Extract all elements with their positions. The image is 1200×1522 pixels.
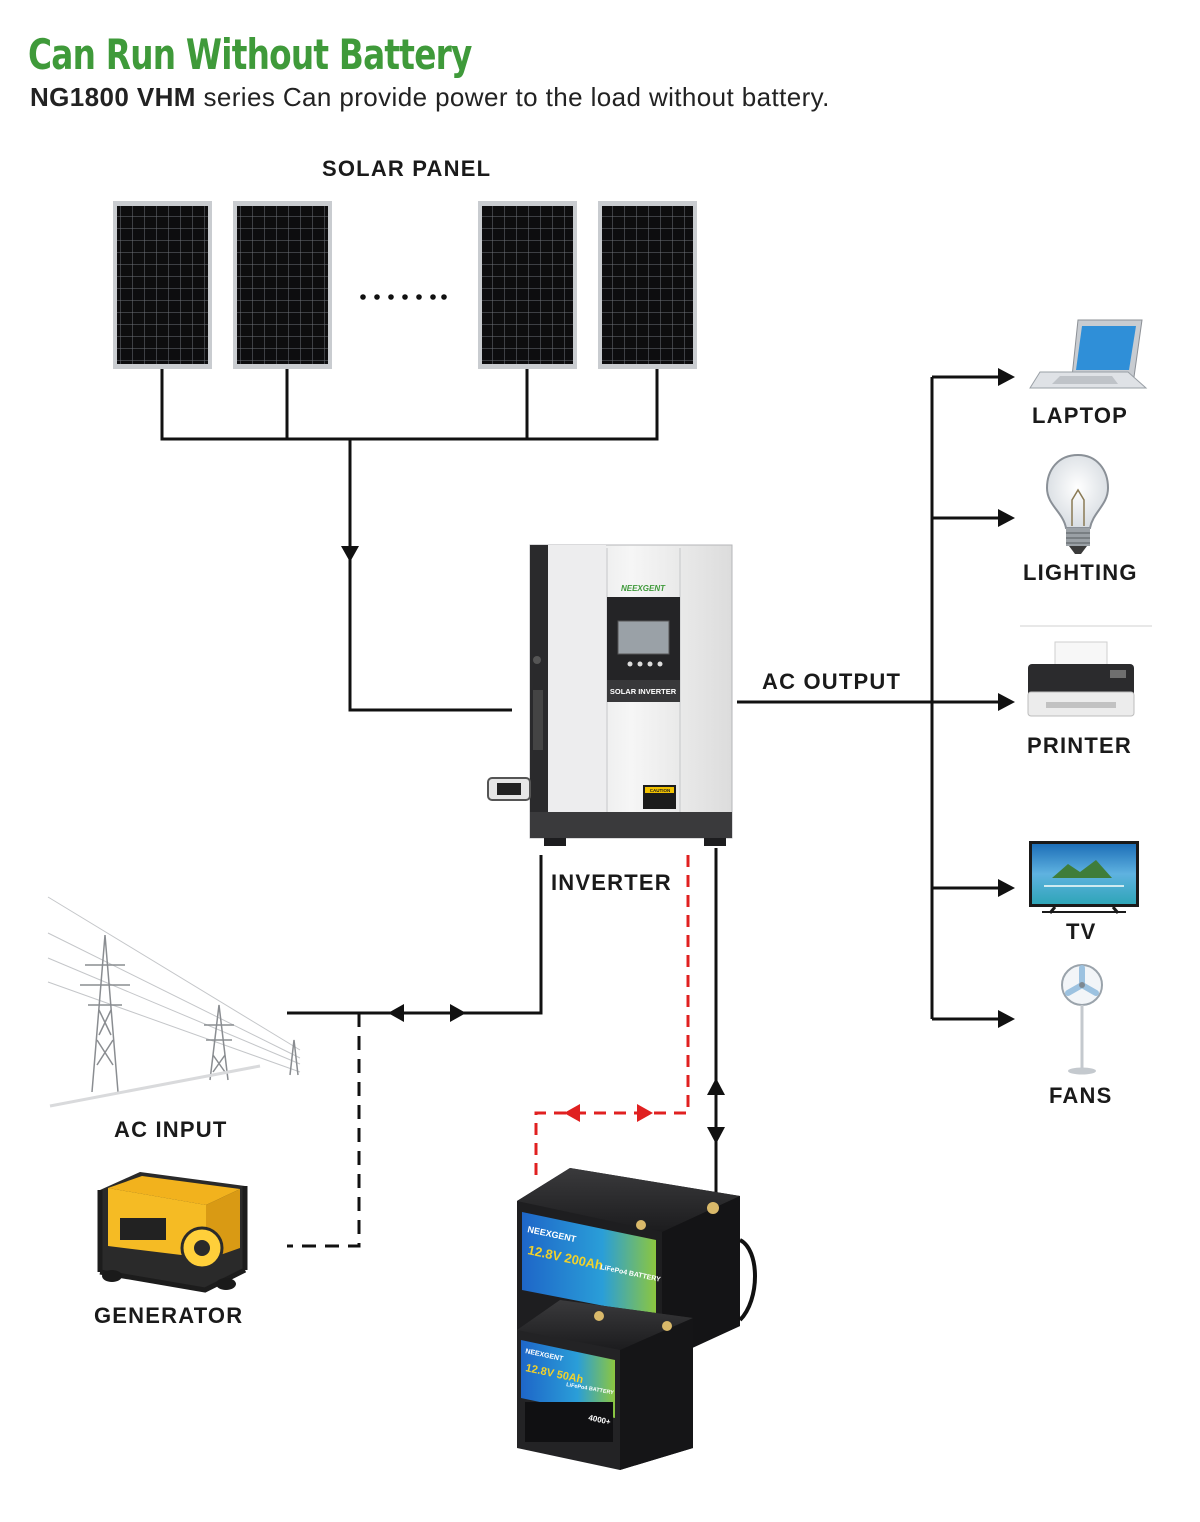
solar-inverter: [487, 544, 733, 846]
ac-input-arrow-icons: [388, 1004, 466, 1022]
ellipsis-dots: [360, 294, 447, 300]
generator-icon: [97, 1172, 248, 1293]
ac-input-label: AC INPUT: [114, 1117, 228, 1142]
fan-icon: [1061, 964, 1103, 1075]
solar-panel-4: [598, 201, 697, 369]
solar-wiring: [160, 369, 659, 712]
load-label-printer: PRINTER: [1027, 733, 1132, 758]
inverter-panel-text: SOLAR INVERTER: [610, 687, 677, 696]
load-label-fans: FANS: [1049, 1083, 1113, 1108]
pv-arrow-icon: [341, 546, 359, 562]
printer-icon: [1020, 625, 1152, 717]
tv-icon: [1029, 841, 1139, 914]
inverter-label: INVERTER: [551, 870, 672, 895]
solar-panel-2: [233, 201, 332, 369]
solar-panel-3: [478, 201, 577, 369]
load-label-tv: TV: [1066, 919, 1097, 944]
inverter-caution-text: CAUTION: [650, 788, 671, 793]
load-label-lighting: LIGHTING: [1023, 560, 1138, 585]
battery-50ah-icon: [517, 1300, 693, 1470]
ac-output-wiring: [737, 375, 1005, 1021]
model-name: NG1800 VHM: [30, 82, 196, 112]
page-subtitle: NG1800 VHM series Can provide power to t…: [30, 82, 830, 113]
solar-panel-label: SOLAR PANEL: [322, 156, 492, 181]
ac-output-label: AC OUTPUT: [762, 669, 902, 694]
power-grid-icon: [47, 896, 301, 1108]
load-label-laptop: LAPTOP: [1032, 403, 1129, 428]
battery-wiring: [534, 848, 718, 1200]
ac-input-wiring: [287, 855, 543, 1248]
inverter-brand: NEEXGENT: [621, 584, 666, 593]
output-arrow-icons: [998, 368, 1015, 1028]
battery-arrow-icons: [564, 1078, 725, 1144]
generator-label: GENERATOR: [94, 1303, 244, 1328]
page-title: Can Run Without Battery: [28, 30, 472, 79]
solar-panel-array: [113, 201, 697, 369]
laptop-icon: [1029, 319, 1148, 389]
subtitle-text: series Can provide power to the load wit…: [195, 82, 830, 112]
solar-panel-1: [113, 201, 212, 369]
light-bulb-icon: [1045, 453, 1110, 554]
